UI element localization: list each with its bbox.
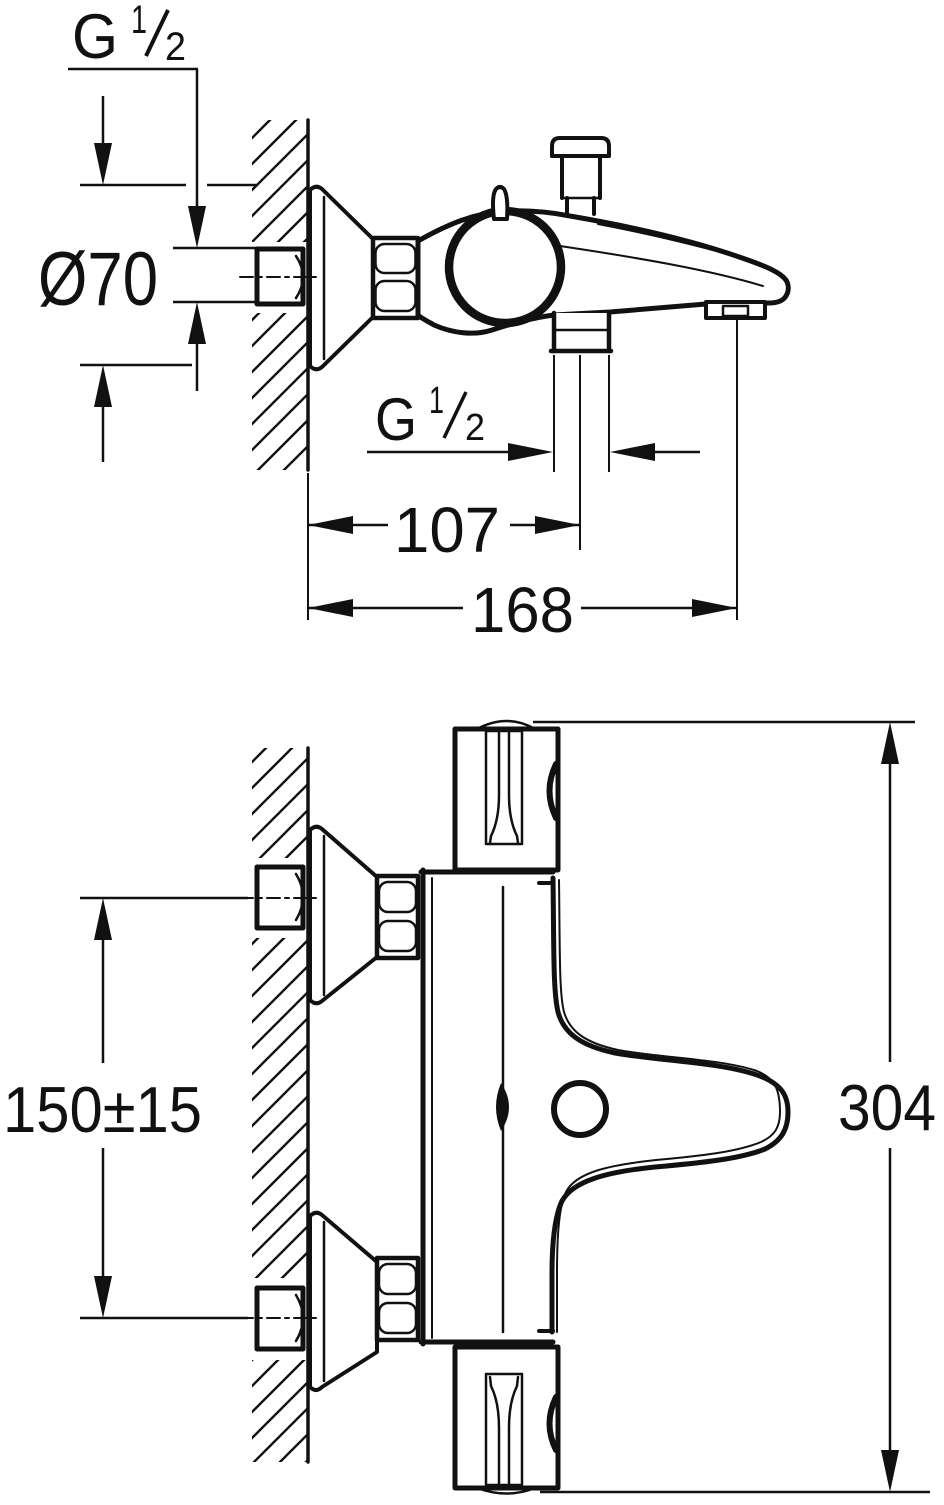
dim-flange-diameter: Ø70 <box>38 96 257 462</box>
dim-wall-thread-prefix: G <box>72 2 118 72</box>
aerator <box>704 300 767 320</box>
dim-wall-thread: G 1 2 <box>68 0 257 391</box>
diverter-knob <box>550 136 611 216</box>
dim-connection-spacing: 150±15 <box>3 896 248 1320</box>
dim-outlet-thread-numerator: 1 <box>429 380 444 422</box>
dim-outlet-offset-label: 107 <box>394 494 500 566</box>
fraction-slash <box>144 9 170 57</box>
dim-overall-height: 304 <box>533 720 936 1494</box>
dim-outlet-thread-prefix: G <box>375 386 417 453</box>
dim-wall-thread-denominator: 2 <box>165 25 186 69</box>
handle-front <box>444 206 566 328</box>
upper-inlet-union <box>239 824 421 1006</box>
lower-handle <box>452 1344 561 1495</box>
top-view-dimensions: 150±15 304 <box>3 720 936 1494</box>
shower-outlet <box>548 310 614 354</box>
top-view <box>239 719 791 1495</box>
spout-outline <box>549 875 791 1335</box>
dim-outlet-thread-denominator: 2 <box>465 407 485 449</box>
escutcheon <box>308 184 375 372</box>
fraction-slash <box>442 391 468 439</box>
dim-spout-reach: 168 <box>308 574 737 646</box>
dim-outlet-thread: G 1 2 <box>367 380 700 461</box>
side-view-dimensions: G 1 2 Ø70 <box>38 0 738 646</box>
dim-overall-height-label: 304 <box>838 1071 936 1144</box>
side-view <box>239 118 791 472</box>
inlet-union-fitting <box>239 246 317 307</box>
safety-button <box>551 1080 609 1138</box>
lever-top-view <box>496 1083 509 1131</box>
dim-connection-spacing-label: 150±15 <box>3 1073 202 1146</box>
dim-outlet-offset: 107 <box>308 494 580 566</box>
handle-lever <box>490 185 510 221</box>
union-nut <box>370 235 421 321</box>
handle-marker <box>546 761 559 821</box>
dim-flange-diameter-label: Ø70 <box>38 237 158 322</box>
dim-wall-thread-numerator: 1 <box>131 0 147 42</box>
lower-inlet-union <box>239 1210 421 1392</box>
dim-spout-reach-label: 168 <box>471 574 574 646</box>
handle-marker <box>546 1394 559 1453</box>
upper-handle <box>452 719 561 873</box>
